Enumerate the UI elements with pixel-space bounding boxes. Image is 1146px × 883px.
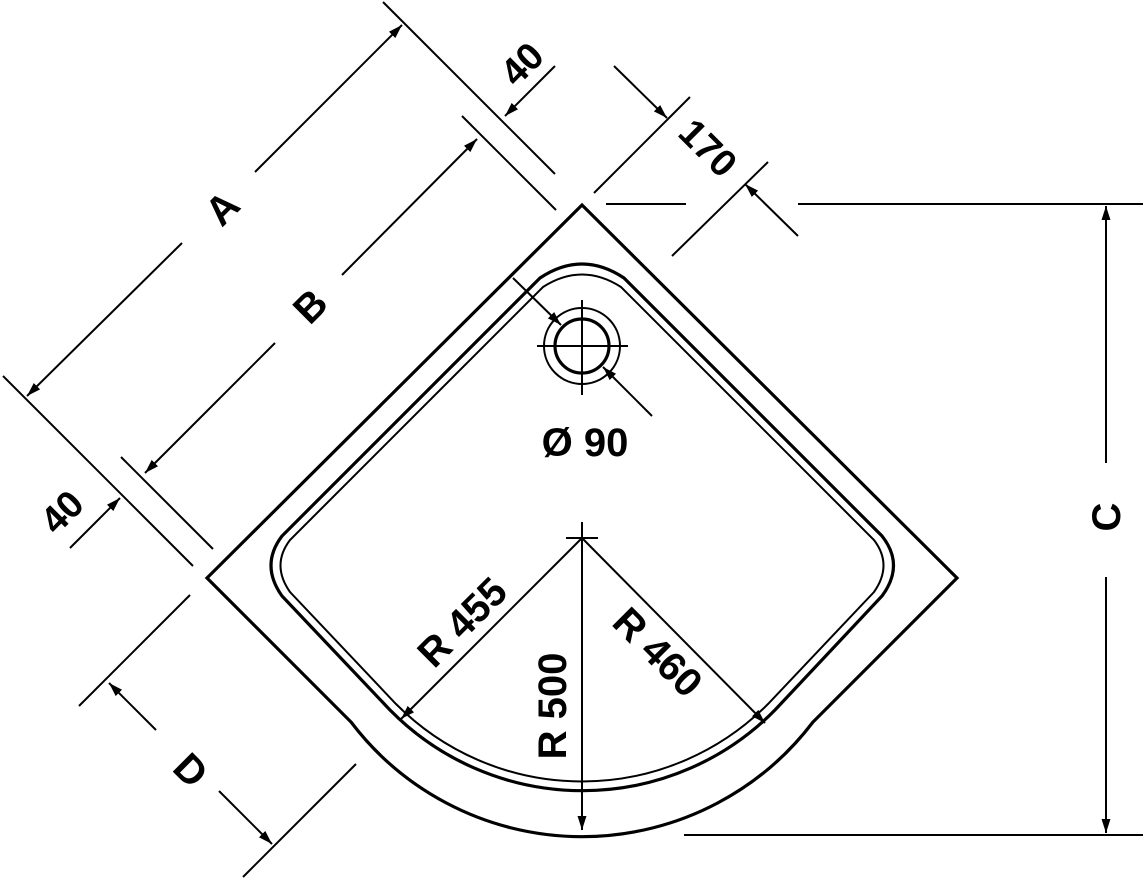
svg-text:A: A [197,183,249,235]
svg-text:D: D [165,745,217,797]
radius-r500: R 500 [531,538,587,830]
dimension-d: D [78,594,357,878]
dimension-a: A [2,1,556,567]
svg-text:170: 170 [670,111,745,186]
svg-text:B: B [285,281,337,333]
dimension-c: C [684,203,1143,836]
tray-inner-basin [269,262,895,793]
svg-text:Ø 90: Ø 90 [542,421,629,465]
svg-text:R 455: R 455 [409,569,516,676]
svg-text:R 500: R 500 [531,653,575,760]
svg-text:40: 40 [493,35,553,95]
dimension-drain-offset: 170 [593,65,799,257]
dimension-b: B [120,115,557,550]
drain-diameter-label: Ø 90 [542,421,629,465]
dimension-rim-top: 40 [493,35,556,117]
svg-text:C: C [1085,503,1129,532]
radius-center-mark [566,522,598,540]
drain [512,277,653,417]
tray-outer-outline [204,202,960,839]
radius-r460: R 460 [581,537,766,724]
dimension-rim-left: 40 [33,483,121,549]
